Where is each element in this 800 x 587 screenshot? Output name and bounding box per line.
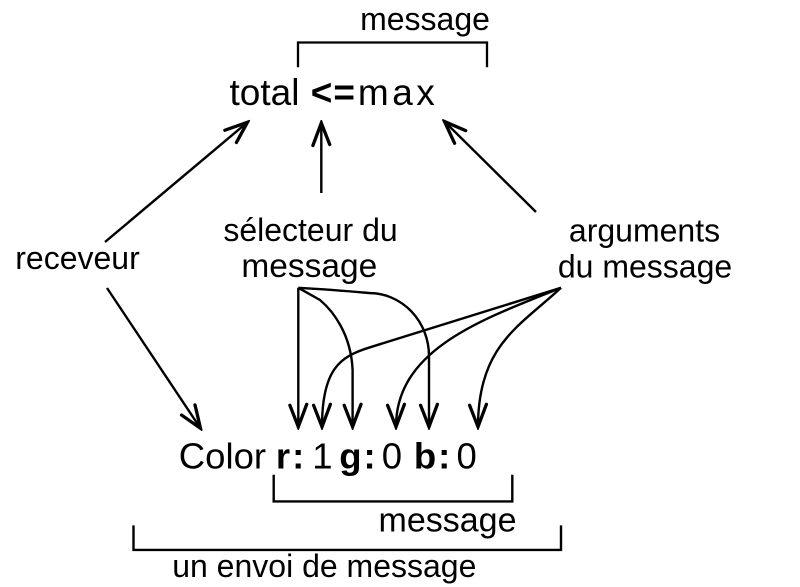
svg-text:receveur: receveur	[15, 240, 140, 276]
svg-text:message: message	[379, 502, 517, 540]
svg-text:du message: du message	[558, 248, 732, 284]
svg-text:message: message	[360, 1, 490, 37]
svg-text:total<=max: total<=max	[230, 72, 439, 113]
svg-text:arguments: arguments	[569, 213, 720, 249]
svg-text:un envoi de message: un envoi de message	[172, 548, 476, 584]
svg-text:message: message	[241, 248, 377, 285]
svg-text:sélecteur du: sélecteur du	[223, 212, 397, 248]
